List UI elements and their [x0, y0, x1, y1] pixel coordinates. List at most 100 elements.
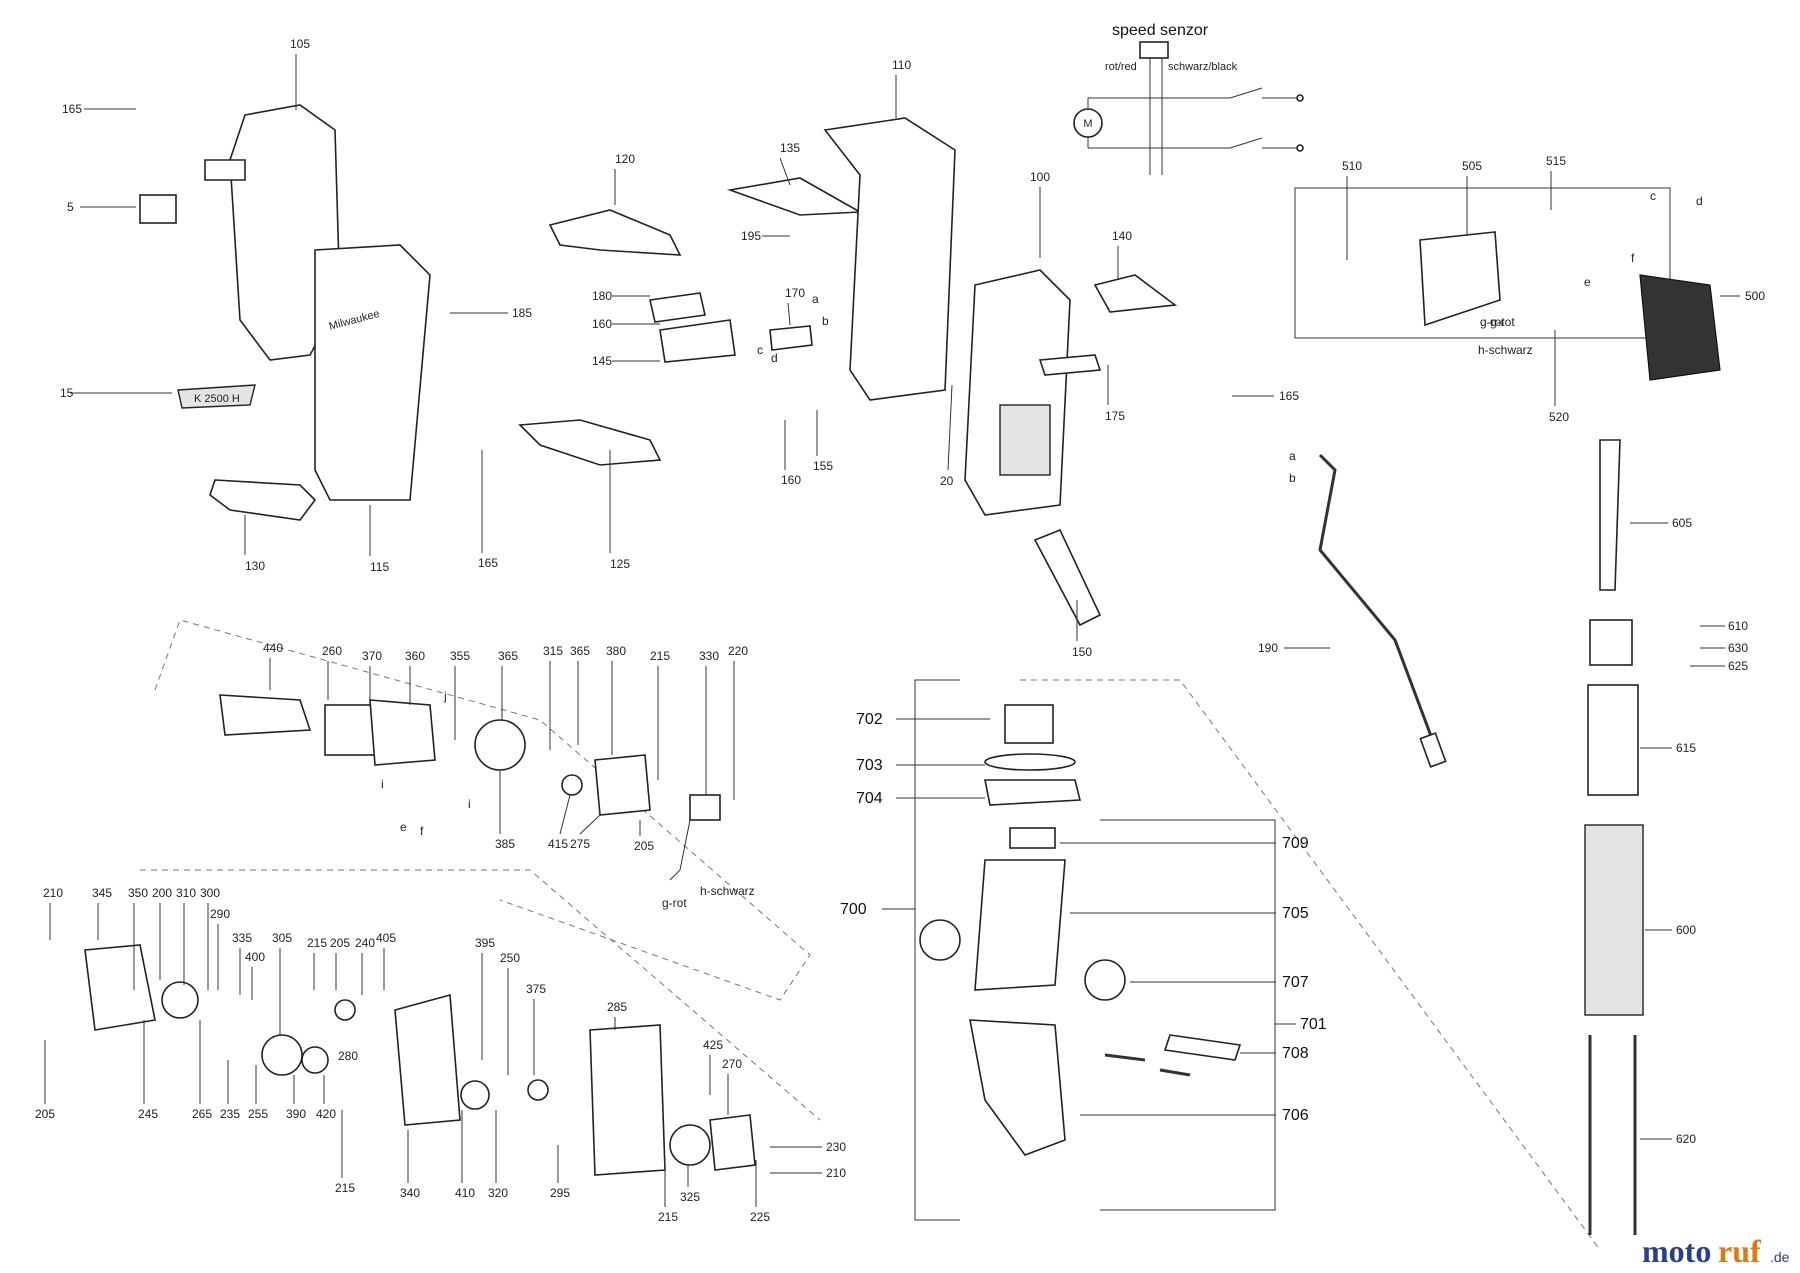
part-callout: 210	[43, 886, 63, 900]
part-callout: 704	[856, 790, 883, 807]
part-callout: 100	[1030, 170, 1050, 184]
part-callout: j	[443, 689, 447, 703]
part-callout: g-rot	[662, 896, 687, 910]
part-callout: 115	[370, 560, 389, 574]
part-callout: 709	[1282, 835, 1309, 852]
gearbox-assembly-outline	[140, 869, 821, 1121]
part-callout: 290	[210, 907, 230, 921]
switch-cover-180	[649, 292, 706, 323]
cylinder-600	[1584, 824, 1644, 1016]
part-callout: 205	[330, 936, 350, 950]
power-plug	[1419, 732, 1447, 768]
part-callout: 215	[307, 936, 327, 950]
part-callout: 330	[699, 649, 719, 663]
gear-housing-100	[964, 269, 1071, 516]
part-callout: d	[1696, 194, 1703, 208]
part-callout: 305	[272, 931, 292, 945]
bracket-120	[548, 209, 682, 256]
part-callout: 200	[152, 886, 172, 900]
part-callout: c	[1650, 189, 1656, 203]
part-callout: 515	[1546, 154, 1566, 168]
rectifier-500	[1639, 274, 1721, 381]
part-callout: 405	[376, 931, 396, 945]
part-callout: a	[812, 292, 819, 306]
part-callout: 620	[1676, 1132, 1696, 1146]
part-callout: 415	[548, 837, 568, 851]
part-callout: 285	[607, 1000, 627, 1014]
part-callout: 420	[316, 1107, 336, 1121]
part-callout: 175	[1105, 409, 1125, 423]
part-callout: 130	[245, 559, 265, 573]
part-callout: b	[1289, 471, 1296, 485]
part-callout: 250	[500, 951, 520, 965]
part-callout: 205	[35, 1107, 55, 1121]
part-callout: 400	[245, 950, 265, 964]
motoruf-watermark: moto ruf .de	[1642, 1233, 1790, 1269]
switch-330	[689, 794, 721, 821]
part-callout: f	[1631, 251, 1635, 265]
lever-706	[969, 1019, 1066, 1156]
part-709	[1009, 827, 1056, 849]
bracket-125	[518, 419, 662, 466]
gear-305	[261, 1034, 303, 1076]
nameplate-15	[177, 384, 256, 409]
leader-line	[779, 157, 791, 186]
armature-440	[219, 694, 312, 736]
crank-housing-285	[589, 1024, 666, 1176]
part-callout: b	[822, 314, 829, 328]
part-callout: 245	[138, 1107, 158, 1121]
part-callout: 706	[1282, 1107, 1309, 1124]
part-callout: 625	[1728, 659, 1748, 673]
watermark-de: .de	[1770, 1249, 1790, 1265]
wire-red-label: rot/red	[1105, 61, 1137, 73]
part-callout: 315	[543, 644, 563, 658]
side-handle-150	[1033, 528, 1102, 627]
part-callout: h-schwarz	[700, 884, 755, 898]
watermark-ruf: ruf	[1718, 1233, 1761, 1269]
part-callout: 275	[570, 837, 590, 851]
part-callout: 160	[781, 473, 801, 487]
pin-708	[1163, 1034, 1242, 1061]
part-callout: 610	[1728, 619, 1748, 633]
part-callout: c	[757, 343, 763, 357]
front-cover-115	[314, 244, 431, 501]
part-callout: 190	[1258, 641, 1278, 655]
part-callout: 140	[1112, 229, 1132, 243]
part-callout: 500	[1745, 289, 1765, 303]
part-callout: e	[1584, 275, 1591, 289]
part-callout: d	[771, 351, 778, 365]
part-callout: 705	[1282, 905, 1309, 922]
gear-cover-345	[84, 944, 156, 1031]
part-callout: 120	[615, 152, 635, 166]
bearing-390	[301, 1046, 329, 1074]
gear-310	[161, 981, 199, 1019]
part-callout: 605	[1672, 516, 1692, 530]
bearing-flange-380	[594, 754, 651, 816]
part-callout: 295	[550, 1186, 570, 1200]
part-callout: 135	[780, 141, 800, 155]
disc-707	[1084, 959, 1126, 1001]
part-callout: 708	[1282, 1045, 1309, 1062]
part-callout: 365	[498, 649, 518, 663]
part-callout: 345	[92, 886, 112, 900]
watermark-moto: moto	[1642, 1233, 1711, 1269]
part-callout: 280	[338, 1049, 358, 1063]
part-callout: 165	[478, 556, 498, 570]
part-callout: 600	[1676, 923, 1696, 937]
part-callout: 520	[1549, 410, 1569, 424]
part-callout: 440	[263, 641, 283, 655]
part-callout: 701	[1300, 1016, 1327, 1033]
part-callout: 702	[856, 711, 883, 728]
bracket-700	[914, 679, 960, 1221]
part-5	[139, 194, 177, 224]
part-callout: 195	[741, 229, 761, 243]
part-callout: 395	[475, 936, 495, 950]
part-370	[324, 704, 376, 756]
part-callout: i	[468, 797, 471, 811]
gasket-325	[669, 1124, 711, 1166]
part-140	[1093, 274, 1178, 313]
part-callout: 270	[722, 1057, 742, 1071]
part-callout: e	[400, 820, 407, 834]
part-callout: 165	[1279, 389, 1299, 403]
